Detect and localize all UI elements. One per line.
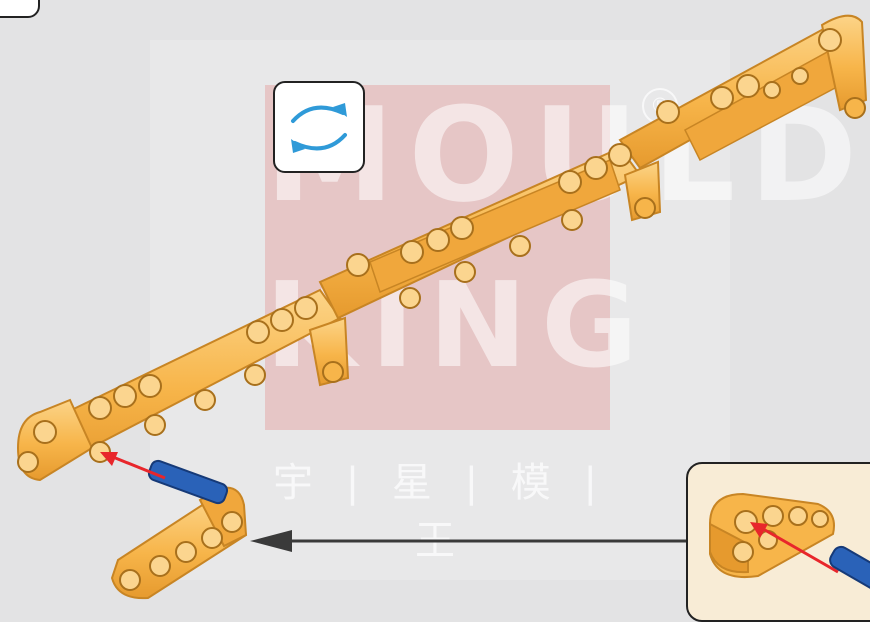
beam-holes [17, 28, 842, 473]
rotate-arrows-icon [291, 103, 347, 153]
rotate-model-icon [273, 81, 365, 173]
sub-step-illustration [709, 492, 870, 597]
attach-arrow [250, 530, 690, 552]
step-number-box [0, 0, 40, 18]
l-beam-subassembly [110, 459, 248, 600]
sub-step-callout [686, 462, 870, 622]
red-insert-arrow [100, 452, 166, 480]
pivot-connectors [308, 97, 866, 387]
beam-assembly [16, 14, 868, 600]
